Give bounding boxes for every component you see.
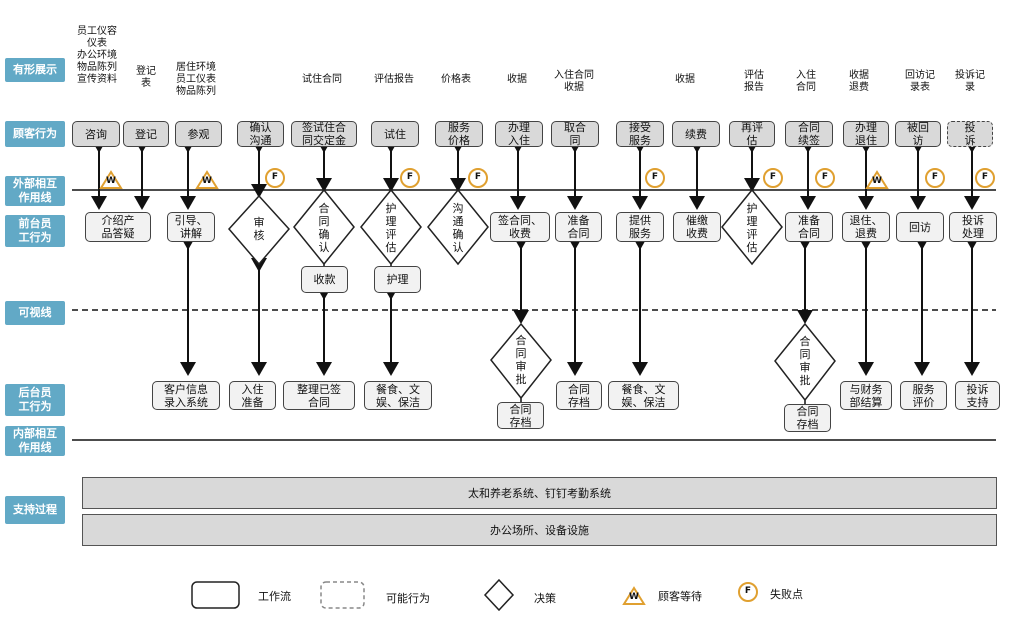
customer-revisited: 被回 访 — [895, 121, 941, 147]
fail-icon: F — [981, 172, 989, 182]
back-meals-service-2: 餐食、文 娱、保洁 — [608, 381, 679, 410]
wait-icon: W — [202, 176, 212, 186]
front-review: 审 核 — [253, 216, 265, 242]
evidence-item: 收据 — [675, 74, 695, 85]
customer-checkout: 办理 退住 — [843, 121, 889, 147]
front-talk-confirm: 沟 通 确 认 — [452, 202, 464, 254]
customer-get-contract: 取合 同 — [551, 121, 599, 147]
wait-icon: W — [872, 176, 882, 186]
legend-possible-label: 可能行为 — [386, 592, 430, 605]
back-customer-info: 客户信息 录入系统 — [152, 381, 220, 410]
wait-markers — [99, 170, 889, 605]
front-checkout-refund: 退住、 退费 — [842, 212, 890, 242]
front-intro: 介绍产 品答疑 — [85, 212, 151, 242]
legend-fail-icon: F — [744, 586, 752, 596]
row-label-internal-line: 内部相互 作用线 — [5, 426, 65, 456]
evidence-item: 评估报告 — [374, 74, 414, 85]
back-move-in-prep: 入住 准备 — [229, 381, 276, 410]
customer-contract-renew: 合同 续签 — [785, 121, 833, 147]
row-label-evidence: 有形展示 — [5, 58, 65, 82]
front-care: 护理 — [374, 266, 421, 293]
back-complaint-support: 投诉 支持 — [955, 381, 1000, 410]
fail-icon: F — [931, 172, 939, 182]
fail-icon: F — [821, 172, 829, 182]
customer-register: 登记 — [123, 121, 169, 147]
row-label-support: 支持过程 — [5, 496, 65, 524]
back-archive-contract: 合同 存档 — [497, 402, 544, 429]
customer-price: 服务 价格 — [435, 121, 483, 147]
fail-icon: F — [769, 172, 777, 182]
front-collect-payment: 收款 — [301, 266, 348, 293]
front-prepare-contract: 准备 合同 — [555, 212, 602, 242]
customer-visit: 参观 — [175, 121, 222, 147]
customer-reassess: 再评 估 — [729, 121, 775, 147]
back-archive-contract-2: 合同 存档 — [556, 381, 602, 410]
row-label-back: 后台员 工行为 — [5, 384, 65, 416]
legend-possible-shape — [320, 581, 365, 609]
row-label-external-line: 外部相互 作用线 — [5, 176, 65, 206]
legend-fail-label: 失败点 — [770, 588, 803, 601]
evidence-item: 入住 合同 — [796, 70, 816, 93]
fail-markers — [265, 168, 995, 602]
fail-icon: F — [651, 172, 659, 182]
support-systems-bar: 太和养老系统、钉钉考勤系统 — [82, 477, 997, 509]
bidirectional-arrows — [91, 139, 980, 376]
customer-consult: 咨询 — [72, 121, 120, 147]
back-meals-service: 餐食、文 娱、保洁 — [364, 381, 432, 410]
front-care-assess: 护 理 评 估 — [385, 202, 397, 254]
legend-workflow-label: 工作流 — [258, 590, 291, 603]
evidence-item: 价格表 — [441, 74, 471, 85]
legend-decision-shape — [483, 578, 515, 612]
customer-complaint: 投 诉 — [947, 121, 993, 147]
evidence-item: 入住合同 收据 — [554, 70, 594, 93]
fail-icon: F — [474, 172, 482, 182]
back-archive-contract-3: 合同 存档 — [784, 404, 831, 432]
row-label-visible: 可视线 — [5, 301, 65, 325]
front-contract-confirm: 合 同 确 认 — [318, 202, 330, 254]
legend-wait-label: 顾客等待 — [658, 590, 702, 603]
evidence-item: 员工仪容 仪表 办公环境 物品陈列 宣传资料 — [77, 26, 117, 85]
front-guide: 引导、 讲解 — [167, 212, 215, 242]
evidence-item: 回访记 录表 — [905, 70, 935, 93]
front-prepare-contract-2: 准备 合同 — [785, 212, 833, 242]
evidence-item: 投诉记 录 — [955, 70, 985, 93]
legend-workflow-shape — [191, 581, 240, 609]
decision-diamonds — [227, 188, 836, 402]
fail-icon: F — [271, 172, 279, 182]
back-contract-approval-2: 合 同 审 批 — [799, 335, 811, 387]
customer-trial: 试住 — [371, 121, 419, 147]
support-facilities-bar: 办公场所、设备设施 — [82, 514, 997, 546]
front-sign-charge: 签合同、 收费 — [490, 212, 550, 242]
evidence-item: 登记 表 — [136, 66, 156, 89]
row-label-customer: 顾客行为 — [5, 121, 65, 147]
row-label-front: 前台员 工行为 — [5, 215, 65, 247]
customer-sign-trial: 签试住合 同交定金 — [291, 121, 357, 147]
wait-icon: W — [106, 176, 116, 186]
customer-receive-service: 接受 服务 — [616, 121, 664, 147]
back-contract-approval: 合 同 审 批 — [515, 334, 527, 386]
evidence-item: 收据 退费 — [849, 70, 869, 93]
evidence-item: 试住合同 — [302, 74, 342, 85]
front-care-assess-2: 护 理 评 估 — [746, 202, 758, 254]
legend-decision-label: 决策 — [534, 592, 556, 605]
back-finance-settlement: 与财务 部结算 — [840, 381, 892, 410]
customer-renew-fee: 续费 — [672, 121, 720, 147]
fail-icon: F — [406, 172, 414, 182]
front-urge-fee: 催缴 收费 — [673, 212, 721, 242]
front-complaint-handle: 投诉 处理 — [949, 212, 997, 242]
legend-wait-icon: W — [629, 592, 639, 602]
back-service-evaluation: 服务 评价 — [900, 381, 947, 410]
evidence-item: 收据 — [507, 74, 527, 85]
front-provide-service: 提供 服务 — [616, 212, 664, 242]
customer-check-in: 办理 入住 — [495, 121, 543, 147]
customer-confirm: 确认 沟通 — [237, 121, 284, 147]
evidence-item: 居住环境 员工仪表 物品陈列 — [176, 62, 216, 97]
front-return-visit: 回访 — [896, 212, 944, 242]
evidence-item: 评估 报告 — [744, 70, 764, 93]
back-organize-contracts: 整理已签 合同 — [283, 381, 355, 410]
